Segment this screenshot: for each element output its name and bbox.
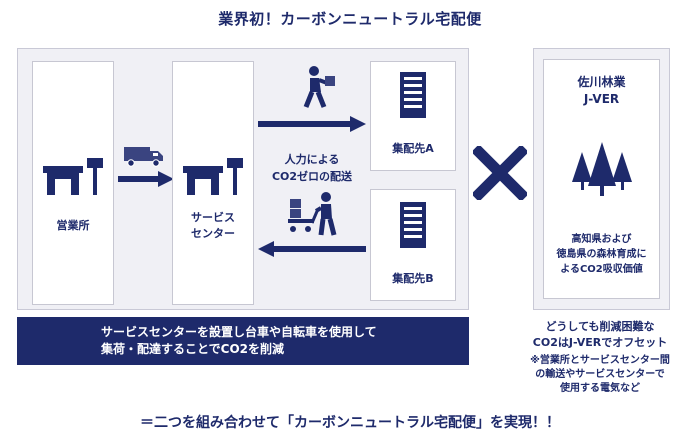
jver-title: 佐川林業 J-VER	[577, 75, 626, 106]
trees-icon	[570, 142, 634, 196]
service-center-label: サービス センター	[191, 211, 235, 240]
delivery-a-label: 集配先A	[392, 142, 434, 155]
reduction-banner: サービスセンターを設置し台車や自転車を使用して 集荷・配達することでCO2を削減	[17, 317, 469, 365]
warehouse-icon	[181, 158, 247, 200]
arrow-left-icon	[258, 241, 366, 257]
cart-courier-icon	[288, 191, 342, 237]
page-title: 業界初！カーボンニュートラル宅配便	[218, 10, 482, 28]
arrow-right-icon	[118, 171, 174, 187]
jver-panel: 佐川林業 J-VER 高知県および 徳島県の森林育成に よるCO2吸収価値	[533, 48, 670, 310]
delivery-flow-panel: 営業所 サービス セ	[17, 48, 469, 310]
delivery-b-box: 集配先B	[370, 189, 456, 301]
arrow-right-icon	[258, 116, 366, 132]
delivery-a-box: 集配先A	[370, 61, 456, 171]
forest-text: 高知県および 徳島県の森林育成に よるCO2吸収価値	[556, 234, 647, 275]
sales-office-box: 営業所	[32, 61, 114, 305]
note-text: ※営業所とサービスセンター間 の輸送やサービスセンターで 使用する電気など	[530, 355, 670, 394]
walking-courier-icon	[302, 65, 336, 109]
warehouse-icon	[41, 158, 107, 200]
footer-text: ＝二つを組み合わせて「カーボンニュートラル宅配便」を実現！！	[140, 415, 560, 431]
cross-icon	[473, 146, 527, 200]
offset-text: どうしても削減困難な CO2はJ-VERでオフセット	[532, 320, 668, 349]
service-center-box: サービス センター	[172, 61, 254, 305]
sales-office-label: 営業所	[56, 219, 90, 232]
zero-co2-label: 人力による CO2ゼロの配送	[271, 153, 353, 183]
delivery-b-label: 集配先B	[392, 272, 434, 285]
building-icon	[400, 202, 426, 248]
truck-icon	[122, 144, 166, 168]
jver-card: 佐川林業 J-VER 高知県および 徳島県の森林育成に よるCO2吸収価値	[543, 59, 660, 299]
building-icon	[400, 72, 426, 118]
